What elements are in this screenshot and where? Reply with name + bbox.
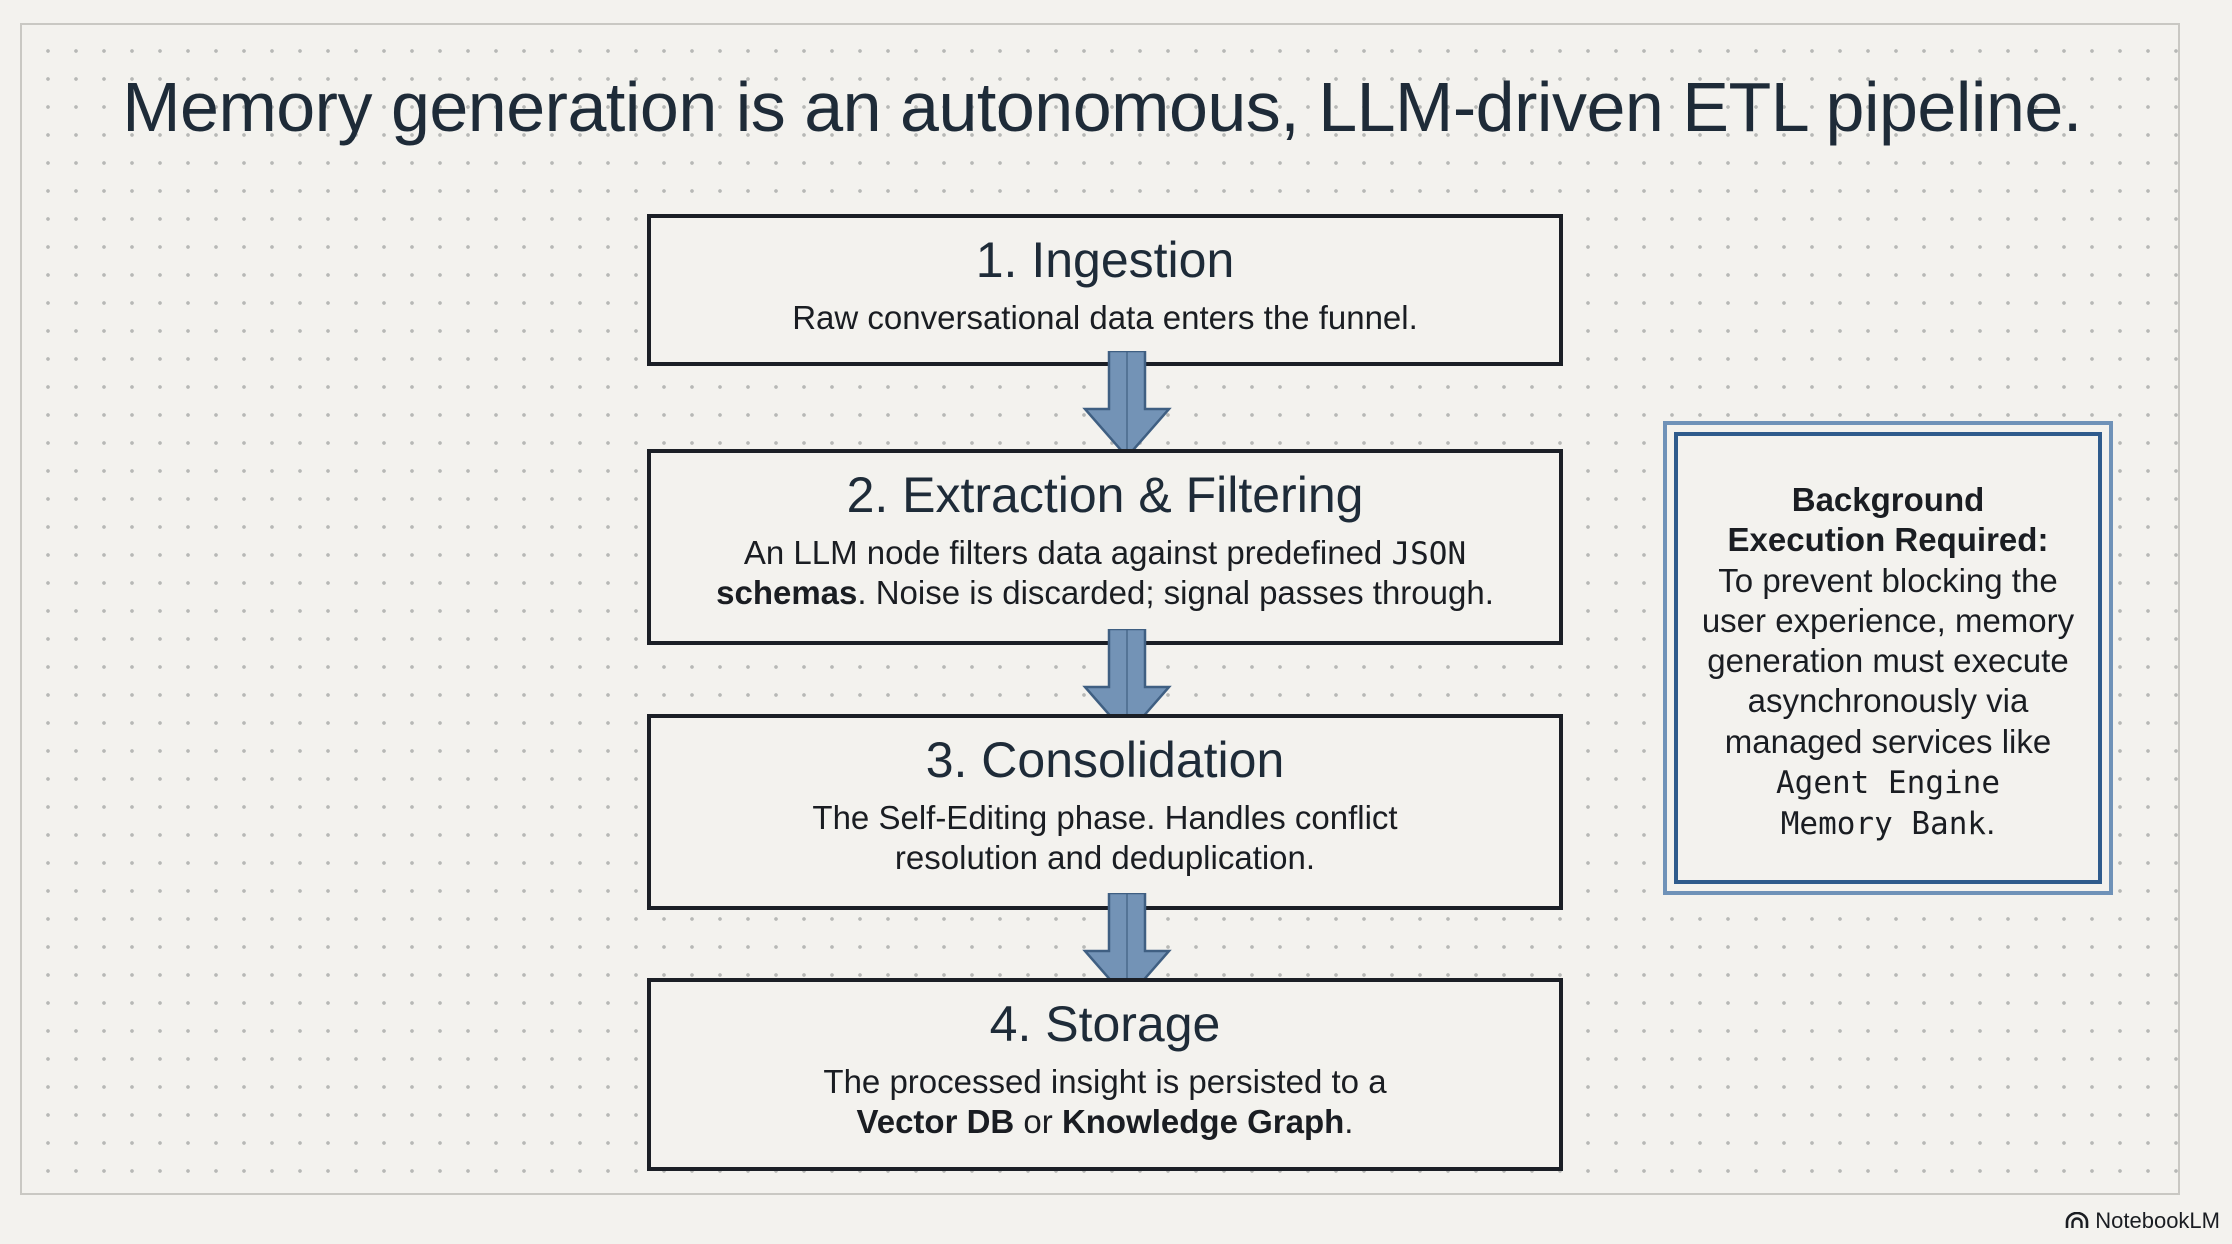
- step-title: 1. Ingestion: [975, 232, 1235, 288]
- step-title: 4. Storage: [989, 996, 1221, 1052]
- step-description: Raw conversational data enters the funne…: [792, 298, 1418, 336]
- code-memory-bank: Memory Bank: [1780, 805, 1987, 842]
- note-body: To prevent blocking the user experience,…: [1701, 561, 2075, 760]
- step-title: 3. Consolidation: [925, 732, 1285, 788]
- brand-label: NotebookLM: [2095, 1208, 2220, 1233]
- step-description: An LLM node filters data against predefi…: [716, 533, 1494, 612]
- step-extraction-box: 2. Extraction & Filtering An LLM node fi…: [647, 449, 1563, 645]
- notebooklm-logo-icon: [2065, 1212, 2089, 1228]
- step-description: The Self-Editing phase. Handles conflict…: [812, 798, 1398, 876]
- slide-title: Memory generation is an autonomous, LLM-…: [122, 68, 2082, 146]
- step-storage-box: 4. Storage The processed insight is pers…: [647, 978, 1563, 1171]
- step-consolidation-box: 3. Consolidation The Self-Editing phase.…: [647, 714, 1563, 910]
- code-json: JSON: [1391, 535, 1467, 572]
- step-ingestion-box: 1. Ingestion Raw conversational data ent…: [647, 214, 1563, 366]
- down-arrow-icon: [1082, 351, 1172, 459]
- notebooklm-brand: NotebookLM: [2065, 1208, 2220, 1234]
- step-title: 2. Extraction & Filtering: [846, 467, 1364, 523]
- code-agent-engine: Agent Engine: [1776, 764, 2000, 801]
